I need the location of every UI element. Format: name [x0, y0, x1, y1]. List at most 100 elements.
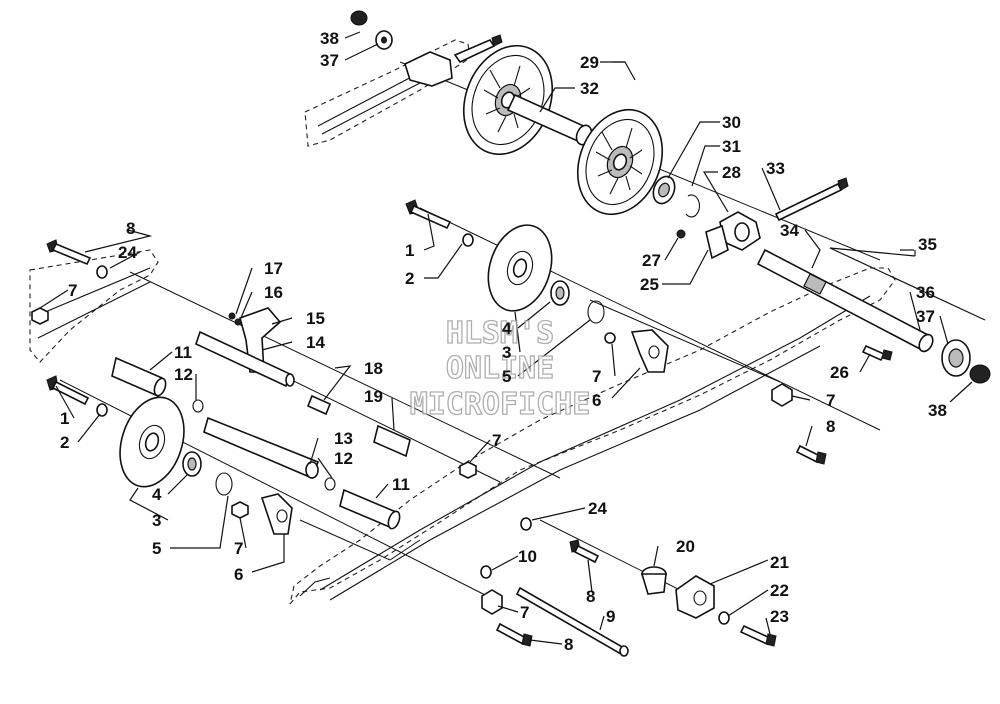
callout-38-right: 38 [928, 401, 947, 420]
callout-31: 31 [722, 137, 741, 156]
bushing-20 [640, 566, 667, 595]
callout-27: 27 [642, 251, 661, 270]
spacer-18-19 [306, 394, 411, 458]
leader-lines [39, 31, 986, 645]
callout-11-bottom: 11 [392, 475, 410, 494]
callout-4-left: 4 [152, 485, 162, 504]
spacer-11-bottom [339, 488, 401, 530]
block-25 [676, 224, 729, 260]
left-wheel-3 [119, 396, 185, 488]
watermark-line-1: HLSM'S [446, 316, 554, 351]
block-21 [675, 575, 715, 619]
callout-33: 33 [766, 159, 785, 178]
callout-24-mid: 24 [588, 499, 607, 518]
callout-1-center: 1 [405, 241, 414, 260]
callout-10: 10 [518, 547, 537, 566]
callout-13: 13 [334, 429, 353, 448]
callout-11-top: 11 [174, 343, 192, 362]
callout-5-left: 5 [152, 539, 161, 558]
callout-labels: 38 37 29 32 30 31 28 33 34 35 27 25 36 3… [60, 29, 947, 654]
washer-24-left [96, 265, 108, 279]
center-bracket-6 [604, 329, 669, 373]
nut-7-bottom [481, 589, 503, 615]
center-bolt-1 [405, 199, 452, 230]
watermark: HLSM'S ONLINE MICROFICHE [409, 315, 591, 422]
callout-29: 29 [580, 53, 599, 72]
callout-12-top: 12 [174, 365, 193, 384]
bolt-8-bottom [495, 622, 533, 647]
left-bolt-1 [46, 375, 90, 406]
nut-7-right [771, 383, 793, 407]
callout-17: 17 [264, 259, 283, 278]
callout-18: 18 [364, 359, 383, 378]
callout-8-bottom: 8 [564, 635, 573, 654]
nut-7-mid [459, 461, 477, 479]
shaft-34-36 [756, 248, 934, 353]
callout-32: 32 [580, 79, 599, 98]
spacer-11-top [111, 356, 167, 398]
callout-14: 14 [306, 333, 325, 352]
callout-36: 36 [916, 283, 935, 302]
end-cap-37-38 [941, 339, 991, 384]
callout-8-left: 8 [126, 219, 135, 238]
callout-8-right: 8 [826, 417, 835, 436]
callout-7-right: 7 [826, 391, 835, 410]
bearing-30-31 [652, 175, 700, 218]
washer-10 [480, 565, 492, 579]
callout-3-center: 3 [502, 343, 511, 362]
callout-19: 19 [364, 387, 383, 406]
callout-2-center: 2 [405, 269, 414, 288]
callout-7-left: 7 [68, 281, 77, 300]
callout-26: 26 [830, 363, 849, 382]
rod-9 [515, 586, 629, 657]
ring-12-bottom [324, 477, 336, 491]
bolt-8-left [46, 239, 92, 266]
callout-1-left: 1 [60, 409, 69, 428]
left-washer-2 [96, 403, 108, 417]
callout-25: 25 [640, 275, 659, 294]
callout-3-left: 3 [152, 511, 161, 530]
upper-axle-32 [506, 93, 593, 146]
callout-16: 16 [264, 283, 283, 302]
upper-hardware [350, 10, 503, 87]
callout-15: 15 [306, 309, 325, 328]
ring-12-top [192, 399, 204, 413]
callout-7-mid-left: 7 [234, 539, 243, 558]
callout-37: 37 [320, 51, 339, 70]
bolt-8-right [795, 444, 827, 465]
callout-5-center: 5 [502, 367, 511, 386]
callout-23: 23 [770, 607, 789, 626]
upper-idler-wheel-right [576, 108, 664, 216]
callout-34: 34 [780, 221, 799, 240]
callout-7-center: 7 [592, 367, 601, 386]
left-rail [29, 249, 159, 363]
center-wheel-3 [487, 224, 553, 312]
left-bracket-6 [231, 493, 293, 535]
callout-20: 20 [676, 537, 695, 556]
center-ring-5 [587, 300, 605, 324]
center-bearing-4 [550, 280, 570, 306]
callout-30: 30 [722, 113, 741, 132]
left-bearing-4 [182, 451, 202, 477]
washer-22 [718, 611, 730, 625]
bolt-8-mid [569, 539, 600, 564]
left-ring-5 [215, 472, 233, 496]
bolt-23 [739, 624, 777, 647]
callout-28: 28 [722, 163, 741, 182]
callout-7-bottom: 7 [520, 603, 529, 622]
callout-6-center: 6 [592, 391, 601, 410]
callout-7-mid: 7 [492, 431, 501, 450]
callout-4-center: 4 [502, 319, 512, 338]
callout-38: 38 [320, 29, 339, 48]
washer-24-mid [520, 517, 532, 531]
watermark-line-3: MICROFICHE [410, 387, 591, 422]
callout-12-bottom: 12 [334, 449, 353, 468]
tube-13 [203, 416, 320, 480]
callout-9: 9 [606, 607, 615, 626]
callout-21: 21 [770, 553, 789, 572]
nut-7-left [31, 307, 49, 325]
center-washer-2 [462, 233, 474, 247]
callout-6-left: 6 [234, 565, 243, 584]
main-rail [289, 267, 896, 605]
